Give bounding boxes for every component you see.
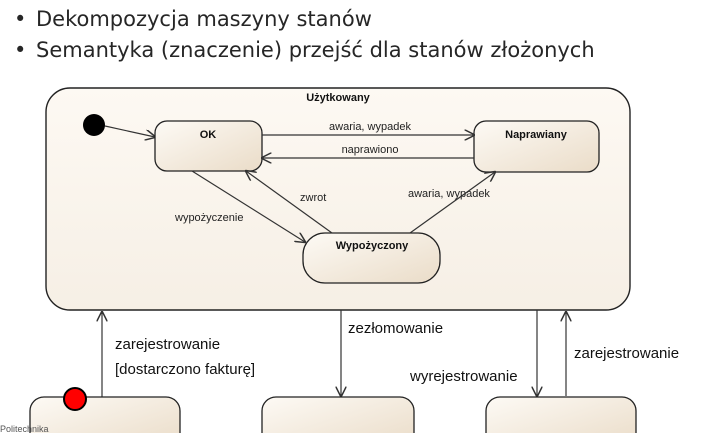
state-ok: [154, 120, 263, 172]
transition-label-wypozyczony-ok: zwrot: [300, 192, 326, 204]
state-bottom-right: [485, 396, 637, 433]
transition-label-ok-naprawiany: awaria, wypadek: [329, 121, 411, 133]
transition-ok-wypozyczony: [191, 170, 305, 242]
transition-label-wypozyczony-naprawiany: awaria, wypadek: [408, 188, 490, 200]
transition-label-naprawiany-ok: naprawiono: [342, 144, 399, 156]
ext-label-zarejestrowanie-left-2: [dostarczono fakturę]: [115, 361, 255, 378]
initial-transition: [104, 125, 155, 137]
footer-logo-text: Politechnika: [0, 424, 49, 434]
state-naprawiany: [473, 120, 600, 173]
ext-label-zarejestrowanie-left-1: zarejestrowanie: [115, 336, 220, 353]
state-wypozyczony-label: Wypożyczony: [336, 240, 409, 252]
ext-label-zarejestrowanie-right: zarejestrowanie: [574, 345, 679, 362]
bullet-text-1: Dekompozycja maszyny stanów: [36, 7, 372, 31]
bullet-dot: •: [14, 7, 27, 31]
state-bottom-middle: [261, 396, 415, 433]
initial-state-black: [83, 114, 105, 136]
initial-state-red: [63, 387, 87, 411]
bullet-item-2: • Semantyka (znaczenie) przejść dla stanó…: [14, 35, 595, 66]
ext-label-zezlomowanie: zezłomowanie: [348, 320, 443, 337]
bullet-dot: •: [14, 38, 27, 62]
state-ok-label: OK: [200, 129, 217, 141]
bullet-list: • Dekompozycja maszyny stanów • Semantyka …: [14, 4, 595, 66]
state-naprawiany-label: Naprawiany: [505, 129, 568, 141]
transition-label-ok-wypozyczony: wypożyczenie: [174, 212, 243, 224]
ext-label-wyrejestrowanie: wyrejestrowanie: [409, 368, 518, 385]
state-bottom-left: [29, 396, 181, 433]
state-wypozyczony: [302, 232, 441, 284]
bullet-item-1: • Dekompozycja maszyny stanów: [14, 4, 595, 35]
transition-wypozyczony-ok: [246, 171, 333, 234]
bullet-text-2: Semantyka (znaczenie) przejść dla stanów…: [36, 38, 595, 62]
transition-wypozyczony-naprawiany: [409, 172, 495, 234]
composite-state-title: Użytkowany: [306, 92, 370, 104]
